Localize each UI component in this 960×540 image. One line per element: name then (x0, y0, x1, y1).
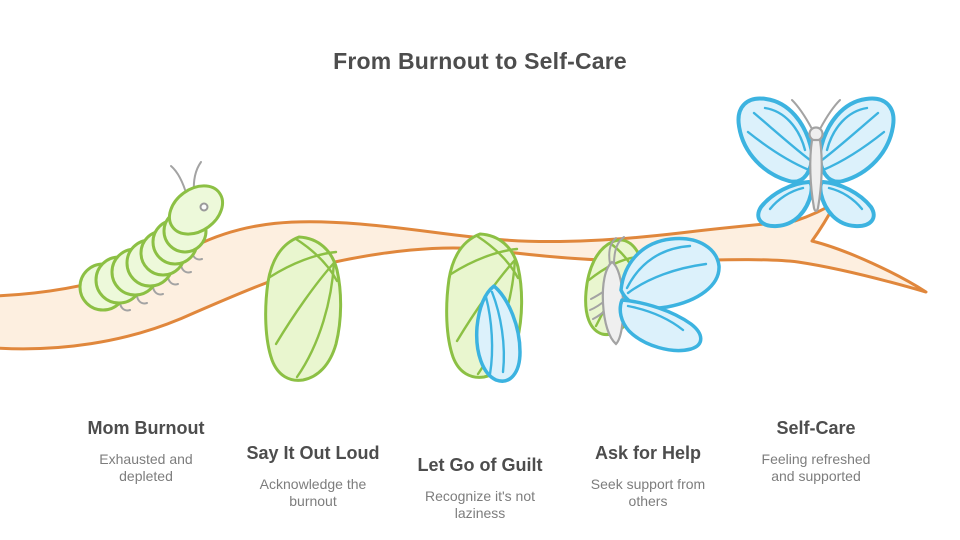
stage-title: Let Go of Guilt (417, 455, 543, 475)
lower-wing (618, 298, 703, 353)
stage-label-say-it-out-loud: Say It Out Loud Acknowledge the burnout (203, 443, 423, 510)
stage-subtitle-line: Acknowledge the (259, 476, 367, 492)
stage-subtitle-line: depleted (119, 468, 173, 484)
stage-subtitle-line: Feeling refreshed (761, 451, 871, 467)
stage-subtitle-line: others (628, 493, 668, 509)
branch-illustration (0, 200, 928, 351)
chrysalis-wing-emerging-illustration (445, 232, 524, 383)
stage-title: Ask for Help (594, 443, 702, 463)
page-title: From Burnout to Self-Care (333, 48, 627, 74)
stage-title: Say It Out Loud (246, 443, 380, 463)
stage-subtitle-line: and supported (771, 468, 861, 484)
stage-subtitle-line: Recognize it's not (424, 488, 536, 504)
butterfly-right-wings (817, 96, 896, 229)
stage-label-ask-for-help: Ask for Help Seek support from others (538, 443, 758, 510)
butterfly-body (809, 138, 823, 213)
butterfly-antenna (608, 237, 617, 265)
caterpillar-head (167, 184, 225, 236)
butterfly-head (808, 126, 824, 142)
butterfly-illustration (736, 96, 896, 229)
caterpillar-eye (199, 202, 209, 212)
stage-label-self-care: Self-Care Feeling refreshed and supporte… (706, 418, 926, 485)
butterfly-antenna (613, 236, 625, 265)
stage-label-let-go-of-guilt: Let Go of Guilt Recognize it's not lazin… (370, 455, 590, 522)
upper-wing (817, 96, 896, 184)
caterpillar-illustration (78, 161, 225, 312)
emerging-butterfly-illustration (584, 236, 721, 353)
butterfly-antenna (791, 99, 813, 130)
stage-subtitle-line: burnout (289, 493, 337, 509)
stage-title: Mom Burnout (87, 418, 205, 438)
stage-subtitle-line: Seek support from (590, 476, 706, 492)
stage-subtitle-line: Exhausted and (99, 451, 193, 467)
emerging-wing (474, 284, 522, 383)
stage-title: Self-Care (776, 418, 856, 438)
butterfly-antenna (819, 99, 841, 130)
chrysalis-illustration (264, 235, 343, 382)
stage-subtitle-line: laziness (454, 505, 506, 521)
stage-label-mom-burnout: Mom Burnout Exhausted and depleted (36, 418, 256, 485)
